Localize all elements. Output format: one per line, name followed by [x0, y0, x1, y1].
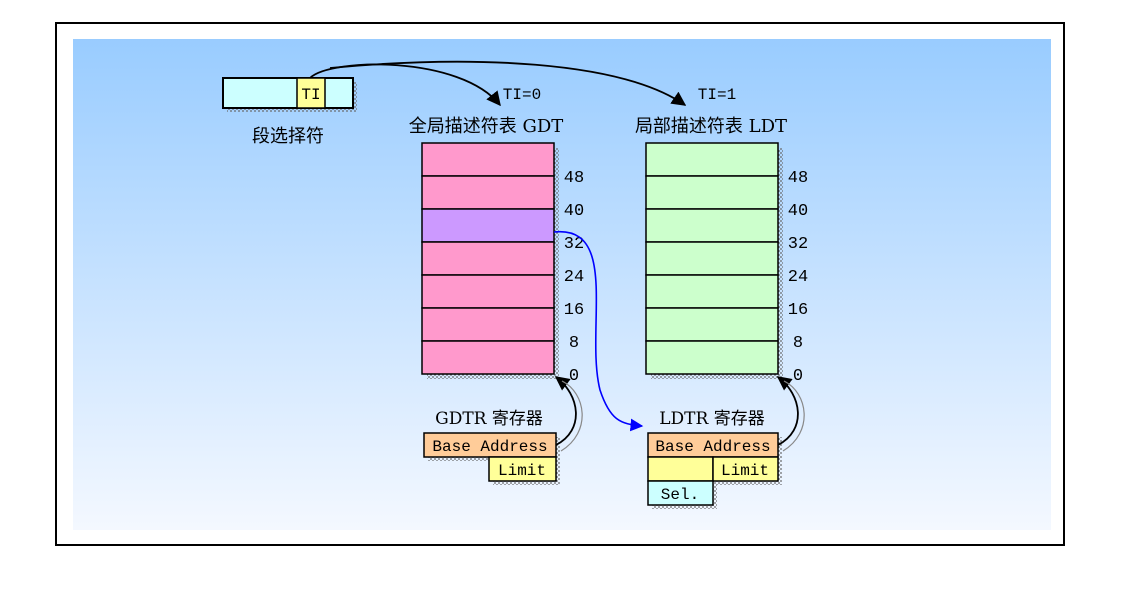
- ldtr-sel-field: [647, 480, 714, 506]
- ldt-ti-value: TI=1: [698, 86, 736, 104]
- ldtr-shadow-curve: [782, 380, 805, 452]
- gdt-descriptor-row: [421, 307, 555, 342]
- gdt-descriptor-row: [421, 274, 555, 309]
- gdt-descriptor-row: [421, 208, 555, 243]
- gdt-offset-label: 48: [564, 169, 584, 188]
- gdt-offset-label: 40: [564, 202, 584, 221]
- gdt-descriptor-row: [421, 241, 555, 276]
- background-panel: [73, 39, 1051, 530]
- ldtr-title: LDTR 寄存器: [659, 409, 764, 429]
- ldt-descriptor-row: [645, 175, 779, 210]
- ldtr-extra-field: [647, 456, 714, 482]
- gdtr-limit-label: Limit: [498, 462, 546, 480]
- segment-selector: TI 段选择符: [222, 77, 357, 147]
- ldt-offset-label: 16: [788, 301, 808, 320]
- gdt-offset-label: 16: [564, 301, 584, 320]
- ldt-offset-label: 0: [793, 367, 803, 386]
- ldt-offset-label: 24: [788, 268, 808, 287]
- ldt-offset-label: 40: [788, 202, 808, 221]
- ti-field: [296, 77, 326, 109]
- ldtr-base-label: Base Address: [655, 438, 770, 456]
- ldtr-register: LDTR 寄存器 Base Address Limit Sel.: [647, 409, 782, 509]
- ldt-descriptor-row: [645, 142, 779, 177]
- ldtr-limit-field: [712, 456, 779, 482]
- gdt-title: 全局描述符表 GDT: [409, 116, 564, 137]
- gdtr-base-label: Base Address: [432, 438, 547, 456]
- ldt-descriptor-link-arrow: [553, 231, 644, 432]
- gdtr-shadow-curve: [560, 380, 583, 452]
- ldt-offset-label: 32: [788, 235, 808, 254]
- gdt-offset-label: 8: [569, 334, 579, 353]
- ldt-descriptor-row: [645, 274, 779, 309]
- gdt-table: 48 40 32 24 16 8 0: [421, 142, 584, 386]
- gdt-descriptor-row: [421, 340, 555, 375]
- gdtr-limit-field: [488, 456, 557, 482]
- ldt-descriptor-row: [645, 241, 779, 276]
- ldtr-to-ldt-arrow: [776, 376, 799, 446]
- gdtr-base-field: [423, 432, 557, 458]
- ldt-offset-label: 48: [788, 169, 808, 188]
- selector-caption: 段选择符: [252, 126, 324, 147]
- ti-field-label: TI: [301, 86, 320, 104]
- gdt-descriptor-row: [421, 142, 555, 177]
- ldtr-sel-label: Sel.: [661, 486, 699, 504]
- ldt-title: 局部描述符表 LDT: [635, 116, 787, 137]
- ldtr-limit-label: Limit: [721, 462, 769, 480]
- gdt-offset-label: 0: [569, 367, 579, 386]
- ldt-descriptor-row: [645, 340, 779, 375]
- ldt-table: 48 40 32 24 16 8 0: [645, 142, 808, 386]
- gdt-descriptor-row: [421, 175, 555, 210]
- ti0-arrow: [309, 63, 501, 107]
- gdtr-register: GDTR 寄存器 Base Address Limit: [423, 409, 560, 485]
- ti1-arrow: [329, 60, 687, 106]
- ldt-descriptor-row: [645, 208, 779, 243]
- ldt-descriptor-row: [645, 307, 779, 342]
- gdt-offset-label: 24: [564, 268, 584, 287]
- gdt-ti-value: TI=0: [503, 86, 541, 104]
- gdtr-title: GDTR 寄存器: [435, 409, 543, 429]
- ldt-offset-label: 8: [793, 334, 803, 353]
- gdt-offset-label: 32: [564, 235, 584, 254]
- gdtr-to-gdt-arrow: [554, 376, 577, 446]
